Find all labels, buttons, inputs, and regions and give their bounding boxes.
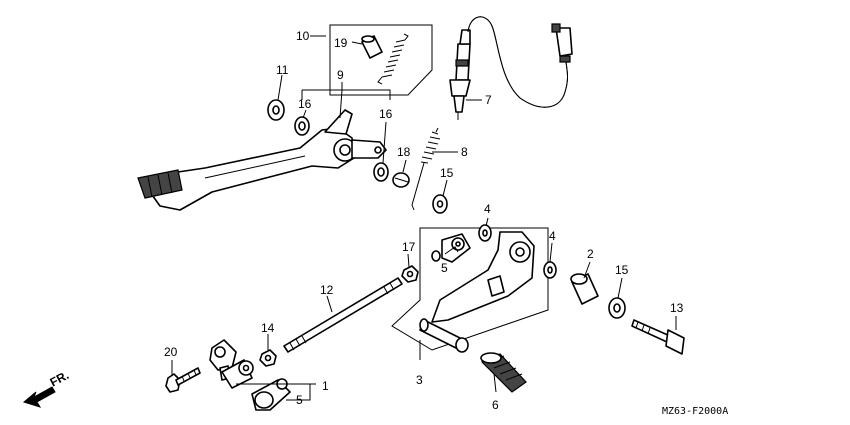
callout-2[interactable]: 2 xyxy=(587,247,594,261)
tie-rod-12[interactable] xyxy=(283,277,403,353)
callout-1[interactable]: 1 xyxy=(322,379,329,393)
callout-5-lower[interactable]: 5 xyxy=(296,393,303,407)
callout-4-lower[interactable]: 4 xyxy=(549,229,556,243)
diagram-code: MZ63-F2000A xyxy=(662,406,728,417)
callout-6[interactable]: 6 xyxy=(492,398,499,412)
callout-13[interactable]: 13 xyxy=(670,301,684,315)
callout-11[interactable]: 11 xyxy=(276,63,289,77)
pedal-rubber-grip xyxy=(137,169,183,199)
callout-18[interactable]: 18 xyxy=(397,145,411,159)
callout-10[interactable]: 10 xyxy=(296,29,310,43)
group-box-3 xyxy=(391,227,549,351)
bolt-20[interactable] xyxy=(165,367,201,393)
nut-14[interactable] xyxy=(259,349,277,367)
callout-16-left[interactable]: 16 xyxy=(298,97,312,111)
callout-labels: 1 2 3 4 4 5 5 6 7 8 9 10 11 12 13 14 15 … xyxy=(164,29,684,412)
callout-15-upper[interactable]: 15 xyxy=(440,166,454,180)
callout-16-right[interactable]: 16 xyxy=(379,107,393,121)
callout-20[interactable]: 20 xyxy=(164,345,178,359)
callout-4-upper[interactable]: 4 xyxy=(484,202,491,216)
shift-arm-3[interactable] xyxy=(431,231,535,323)
collar-19[interactable] xyxy=(361,35,383,59)
collar-2[interactable] xyxy=(570,273,599,305)
washer-4-lower[interactable] xyxy=(543,261,557,279)
shift-boss-5-upper[interactable] xyxy=(431,233,471,263)
rod-joint-lower[interactable] xyxy=(221,359,254,389)
callout-5-upper[interactable]: 5 xyxy=(441,261,448,275)
callout-19[interactable]: 19 xyxy=(334,36,348,50)
washer-4-upper[interactable] xyxy=(478,224,492,242)
callout-9[interactable]: 9 xyxy=(337,68,344,82)
spring-8[interactable] xyxy=(411,127,441,211)
washer-15-upper[interactable] xyxy=(432,194,448,214)
clip-18[interactable] xyxy=(392,172,410,188)
washer-11[interactable] xyxy=(267,99,285,121)
washer-16-left[interactable] xyxy=(294,116,310,136)
callout-14[interactable]: 14 xyxy=(261,321,275,335)
brake-pedal-arm[interactable] xyxy=(139,109,387,211)
callout-3[interactable]: 3 xyxy=(416,373,423,387)
group-box-10 xyxy=(329,24,433,96)
callout-17[interactable]: 17 xyxy=(402,240,416,254)
callout-8[interactable]: 8 xyxy=(461,145,468,159)
washer-16-right[interactable] xyxy=(373,162,389,182)
bolt-13[interactable] xyxy=(631,319,685,355)
nut-17[interactable] xyxy=(401,265,419,283)
shift-pivot-shaft[interactable] xyxy=(419,318,469,353)
direction-label: FR. xyxy=(48,368,72,389)
callout-12[interactable]: 12 xyxy=(320,283,334,297)
callout-7[interactable]: 7 xyxy=(485,93,492,107)
callout-15-lower[interactable]: 15 xyxy=(615,263,629,277)
shift-boss-5-lower[interactable] xyxy=(251,378,291,411)
washer-15-lower[interactable] xyxy=(608,297,626,319)
return-spring[interactable] xyxy=(377,33,409,85)
wire-connector[interactable] xyxy=(551,23,573,63)
front-direction-arrow-icon xyxy=(22,386,56,408)
leader-lines xyxy=(171,35,677,401)
brake-light-switch-7[interactable] xyxy=(449,29,471,120)
shift-rubber-6[interactable] xyxy=(480,352,527,393)
